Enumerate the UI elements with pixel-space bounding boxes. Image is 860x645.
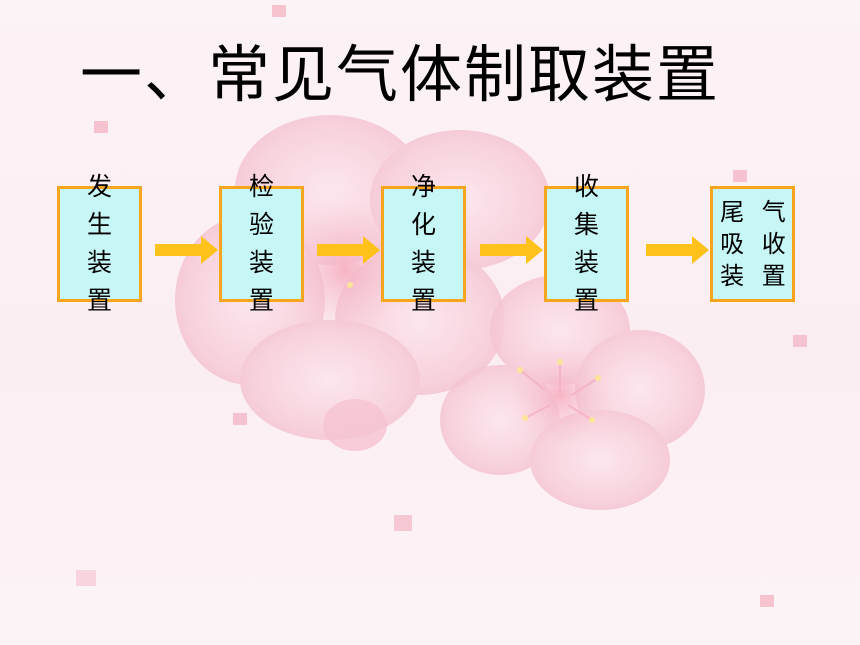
flow-box-label: 发 生 装 置: [86, 172, 118, 315]
flow-box-collection: 收 集 装 置: [544, 172, 629, 315]
flow-box-testing: 检 验 装 置: [219, 172, 304, 315]
flow-box-tail-gas-absorption: 尾 气 吸 收 装 置: [710, 186, 795, 302]
slide-title: 一、常见气体制取装置: [80, 38, 721, 111]
arrow-right-icon: [646, 236, 709, 264]
arrow-right-icon: [317, 236, 380, 264]
flow-box-purification: 净 化 装 置: [381, 172, 466, 315]
arrow-right-icon: [480, 236, 543, 264]
flow-box-label: 收 集 装 置: [573, 172, 605, 315]
arrow-right-icon: [155, 236, 218, 264]
flow-box-label: 净 化 装 置: [410, 172, 442, 315]
flow-box-label: 检 验 装 置: [248, 172, 280, 315]
flow-box-generation: 发 生 装 置: [57, 172, 142, 315]
flow-box-label: 尾 气 吸 收 装 置: [720, 198, 791, 290]
